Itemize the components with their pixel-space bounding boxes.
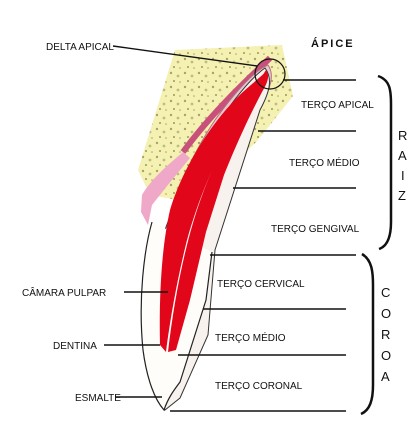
raiz-letter-a: A xyxy=(398,148,408,163)
delta-apical-label: DELTA APICAL xyxy=(46,42,114,53)
apex-label: ÁPICE xyxy=(311,37,355,50)
terco-apical-label: TERÇO APICAL xyxy=(301,100,374,111)
coroa-letter-o1: O xyxy=(381,306,392,321)
coroa-letter-c: C xyxy=(381,285,391,300)
terco-medio-root-label: TERÇO MÉDIO xyxy=(289,156,360,169)
terco-coronal-label: TERÇO CORONAL xyxy=(215,381,303,392)
terco-cervical-label: TERÇO CERVICAL xyxy=(217,279,305,290)
coroa-letter-o2: O xyxy=(381,348,392,363)
camara-pulpar-label: CÂMARA PULPAR xyxy=(22,286,106,299)
raiz-letter-z: Z xyxy=(398,188,407,203)
raiz-letter-r: R xyxy=(398,128,408,143)
terco-medio-crown-label: TERÇO MÉDIO xyxy=(215,331,286,344)
esmalte-label: ESMALTE xyxy=(75,393,121,404)
coroa-letter-r: R xyxy=(381,327,391,342)
raiz-bracket xyxy=(378,76,391,249)
coroa-letter-a: A xyxy=(381,369,391,384)
terco-gengival-label: TERÇO GENGIVAL xyxy=(271,224,360,235)
raiz-letter-i: I xyxy=(401,168,406,183)
coroa-bracket xyxy=(361,254,373,414)
dentina-label: DENTINA xyxy=(53,341,97,352)
